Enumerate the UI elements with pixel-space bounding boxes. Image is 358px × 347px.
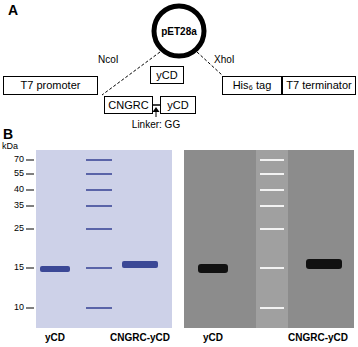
- marker-size: 70: [14, 155, 24, 165]
- ladder-lane: [256, 150, 288, 328]
- linker-label: Linker: GG: [132, 119, 180, 130]
- protein-band: [122, 261, 158, 268]
- lane-label: CNGRC-yCD: [288, 332, 348, 343]
- marker-size: 40: [14, 185, 24, 195]
- marker-size: 15: [14, 263, 24, 273]
- node-text: pET28a: [161, 26, 197, 37]
- marker-size: 25: [14, 224, 24, 234]
- linker-line: [152, 104, 160, 106]
- lane-label: yCD: [203, 332, 223, 343]
- node-text: His₆ tag: [233, 79, 272, 91]
- node-text: yCD: [156, 69, 177, 81]
- protein-band: [198, 264, 228, 273]
- node-text: T7 terminator: [286, 79, 351, 91]
- promoter-box: T7 promoter: [3, 76, 98, 95]
- lane-label: CNGRC-yCD: [110, 332, 170, 343]
- ladder-bands: [86, 159, 112, 309]
- node-text: CNGRC: [108, 99, 148, 111]
- terminator-box: T7 terminator: [282, 76, 356, 95]
- gel-image: [36, 150, 172, 328]
- node-text: T7 promoter: [21, 79, 81, 91]
- blot-image: [184, 150, 354, 328]
- ladder-bands: [260, 159, 284, 309]
- marker-size: 35: [14, 201, 24, 211]
- unit-label: kDa: [2, 142, 18, 152]
- peptide-box: CNGRC: [104, 96, 153, 114]
- gene-box: yCD: [160, 96, 196, 114]
- lane-label: yCD: [45, 332, 65, 343]
- arrow-head: [153, 107, 160, 112]
- restriction-site: XhoI: [214, 54, 235, 65]
- node-text: yCD: [167, 99, 188, 111]
- marker-ticks: [26, 160, 34, 308]
- gene-box: yCD: [150, 66, 184, 84]
- tag-box: His₆ tag: [222, 76, 282, 95]
- panel-letter: A: [8, 3, 18, 18]
- protein-band: [40, 266, 70, 272]
- plasmid-circle: pET28a: [148, 3, 210, 59]
- panel-letter: B: [3, 127, 13, 142]
- protein-band: [306, 259, 342, 269]
- marker-size: 10: [14, 303, 24, 313]
- marker-size: 55: [14, 169, 24, 179]
- restriction-site: NcoI: [98, 54, 119, 65]
